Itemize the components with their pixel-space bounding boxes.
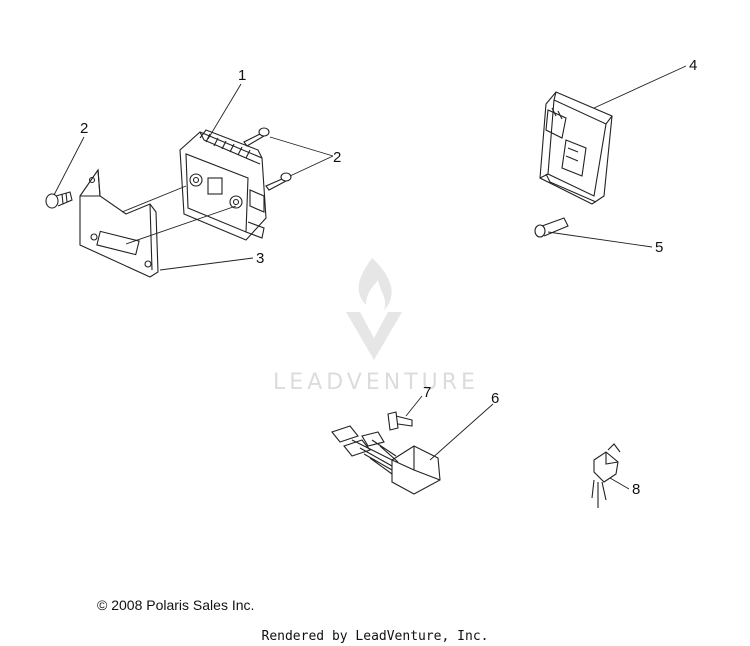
- screw-top-part: [243, 127, 270, 147]
- screw-right-part: [265, 172, 292, 191]
- callout-6: 6: [491, 390, 500, 407]
- sensor-part: [591, 443, 621, 508]
- callout-4: 4: [689, 57, 698, 74]
- callout-8: 8: [632, 481, 641, 498]
- screw-small-part: [387, 411, 413, 431]
- callout-5: 5: [655, 239, 664, 256]
- callout-2-left: 2: [80, 120, 89, 137]
- callout-7: 7: [423, 384, 432, 401]
- screw-left-part: [45, 191, 73, 209]
- pin-part: [534, 217, 569, 238]
- callout-3: 3: [256, 250, 265, 267]
- regulator-module-part: [179, 129, 267, 241]
- ecu-part: [539, 91, 613, 205]
- leader-lines: [53, 65, 687, 490]
- copyright-notice: © 2008 Polaris Sales Inc.: [97, 597, 255, 613]
- harness-part: [331, 425, 441, 495]
- watermark-logo-icon: [346, 258, 402, 360]
- watermark-text: LEADVENTURE: [273, 370, 479, 395]
- callout-2-right: 2: [333, 149, 342, 166]
- bracket-part: [79, 168, 159, 278]
- rendered-by-credit: Rendered by LeadVenture, Inc.: [261, 629, 489, 644]
- callout-1: 1: [238, 67, 247, 84]
